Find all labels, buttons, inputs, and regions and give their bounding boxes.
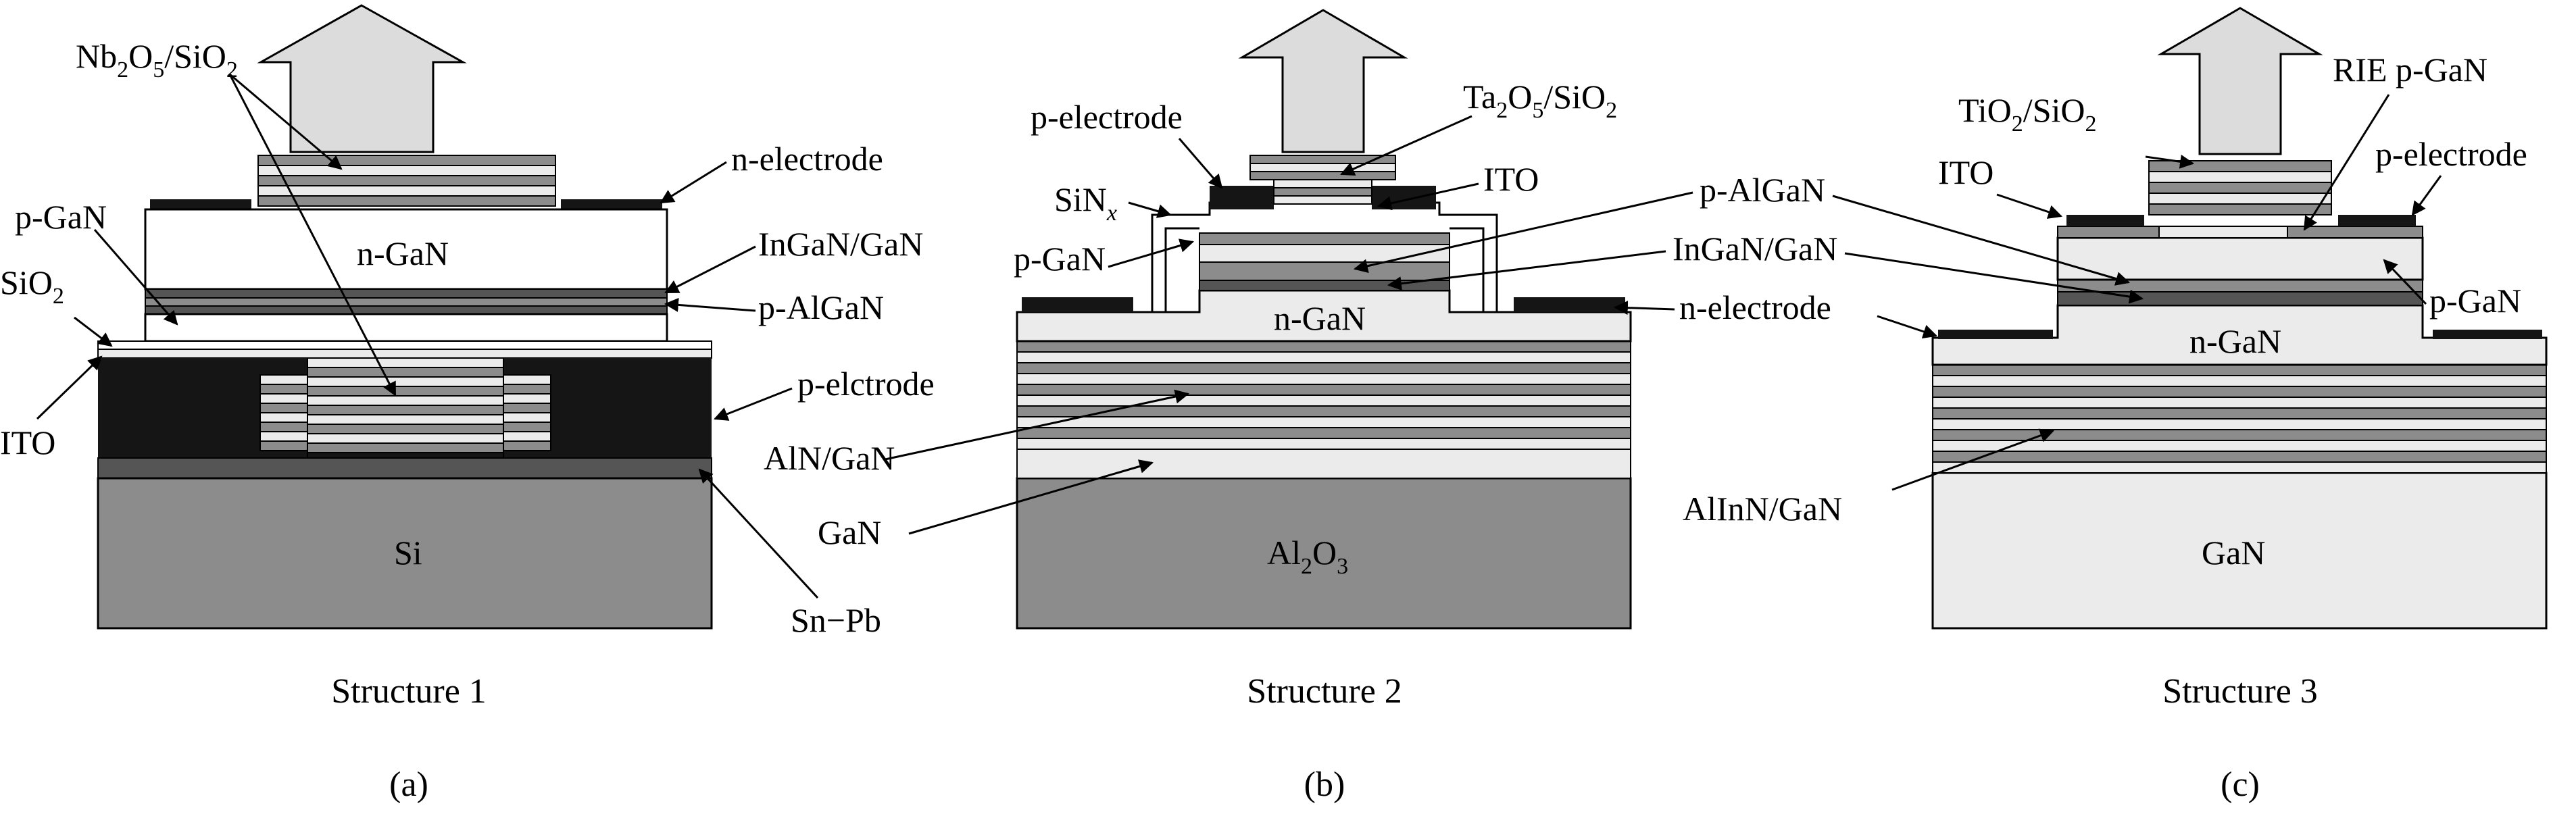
panel-a: Nb2O5/SiO2 n-electrode p-GaN n-GaN InGaN… [0,4,935,804]
embedded-dbr-a [259,357,551,459]
label-ta2o5-sio2: Ta2O5/SiO2 [1463,78,1617,123]
ito-layer-a [97,349,712,359]
p-gan-layer-a [145,305,668,315]
p-gan-layer-b [1199,244,1450,263]
label-ito-b: ITO [1483,160,1539,198]
p-algan-layer-a [145,297,668,307]
light-emission-arrow-b [1238,9,1408,153]
leader-lines-b [885,115,1693,535]
rie-p-gan-region-c [2158,226,2288,238]
ito-layer-b [1199,232,1450,245]
n-electrode-b-left [1022,297,1133,312]
label-ito-c: ITO [1938,153,1993,191]
label-p-algan-b: p-AlGaN [1700,171,1825,209]
label-p-electrode-c: p-electrode [2375,135,2527,173]
label-p-gan-c: p-GaN [2429,282,2521,320]
n-electrode-b-right [1514,297,1625,312]
label-ingan-gan-a: InGaN/GaN [758,225,923,263]
leader-lines-a [36,73,819,599]
label-n-gan-c: n-GaN [2189,322,2281,360]
light-emission-arrow-a [257,4,467,153]
label-n-gan-a: n-GaN [357,234,449,272]
label-p-electrode-b: p-electrode [1031,98,1183,136]
caption-structure-2: Structure 2 [1247,672,1402,711]
label-n-electrode-b: n-electrode [1679,288,1831,326]
panel-b: p-electrode Ta2O5/SiO2 SiNx ITO p-AlGaN … [764,9,1837,804]
label-ingan-gan-b: InGaN/GaN [1673,230,1837,268]
sn-pb-layer-a [97,457,712,479]
panel-letter-b: (b) [1304,765,1345,804]
p-gan-layer-c [2056,236,2424,281]
label-ito-a: ITO [0,424,55,461]
label-sinx-b: SiNx [1054,180,1117,226]
al2o3-substrate-b [1016,477,1632,630]
aln-gan-dbr-b [1016,340,1631,450]
p-electrode-c-left [2066,215,2144,226]
label-p-algan-a: p-AlGaN [758,288,884,326]
leader-lines-c [1877,94,2442,491]
panel-letter-a: (a) [389,765,428,804]
n-electrode-c-left [1938,330,2053,339]
panel-c: TiO2/SiO2 RIE p-GaN ITO p-electrode p-Ga… [1683,7,2548,804]
label-p-elctrode-a: p-elctrode [797,365,935,403]
allnn-gan-dbr-c [1932,364,2547,474]
n-electrode-a-left [150,199,251,209]
label-gan-c: GaN [2202,534,2265,571]
sio2-layer-a [97,340,712,350]
top-dbr-stack-a [257,155,556,207]
p-algan-layer-b [1199,261,1450,281]
p-algan-layer-c [2057,279,2423,292]
label-sn-pb-a: Sn−Pb [791,601,881,639]
ingan-gan-layer-a [145,288,668,299]
caption-structure-3: Structure 3 [2162,672,2318,711]
label-allnn-gan-c: AlInN/GaN [1683,490,1842,528]
n-electrode-a-right [561,199,662,209]
si-substrate-a [97,477,713,630]
light-emission-arrow-c [2157,7,2323,155]
label-n-gan-b: n-GaN [1274,299,1366,337]
panel-letter-c: (c) [2221,765,2260,804]
p-electrode-c-right [2338,215,2416,226]
label-tio2-sio2: TiO2/SiO2 [1958,91,2097,136]
label-si-a: Si [394,534,422,571]
label-gan-b: GaN [818,513,881,551]
label-nb2o5-sio2: Nb2O5/SiO2 [76,37,238,82]
top-dbr-b [1249,155,1396,205]
label-sio2-a: SiO2 [0,263,64,309]
label-al2o3-b: Al2O3 [1267,534,1348,579]
n-gan-layer-a [144,208,668,290]
top-dbr-c [2148,160,2332,215]
label-aln-gan-b: AlN/GaN [764,439,895,477]
label-n-electrode-a: n-electrode [731,140,883,178]
gan-buffer-b [1016,449,1631,479]
caption-structure-1: Structure 1 [331,672,487,711]
label-rie-p-gan: RIE p-GaN [2333,51,2487,88]
label-p-gan-a: p-GaN [15,198,107,236]
p-electrode-b-left [1210,186,1274,209]
label-p-gan-b: p-GaN [1014,240,1106,278]
n-electrode-c-right [2433,330,2542,339]
leader-lines-b-to-c [1832,195,2144,304]
